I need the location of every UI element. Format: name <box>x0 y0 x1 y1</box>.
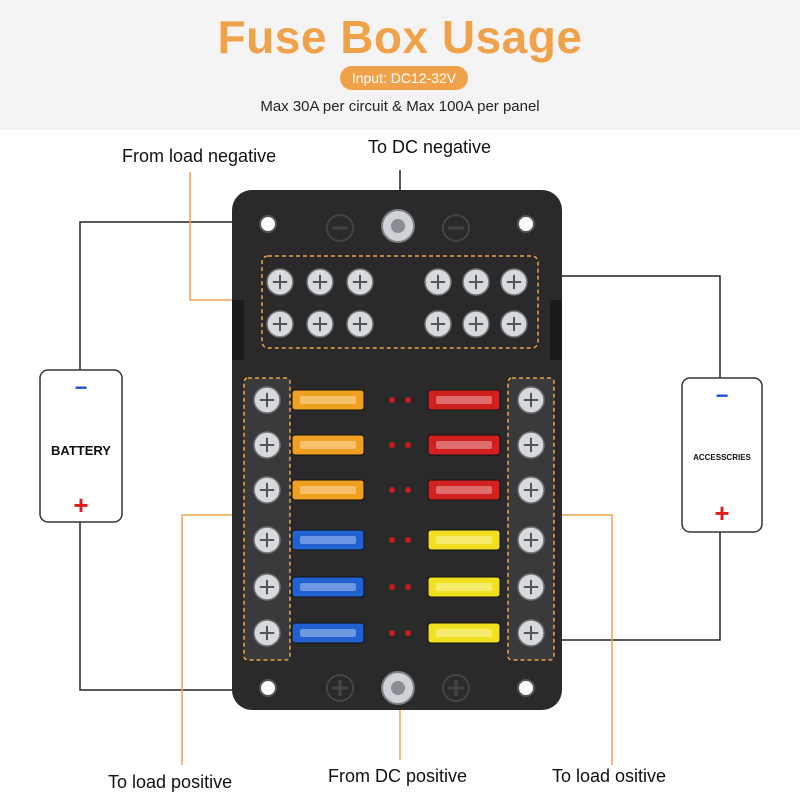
left-terminal-column <box>243 377 291 661</box>
led-indicator <box>389 630 395 636</box>
mount-hole-icon <box>517 679 535 697</box>
mount-hole-icon <box>259 215 277 233</box>
leader-to-load-positive <box>181 514 247 765</box>
label-from-dc-positive: From DC positive <box>328 766 468 786</box>
negative-bus-screws <box>266 268 528 338</box>
screw-icon <box>517 386 545 414</box>
screw-icon <box>346 310 374 338</box>
screw-icon <box>253 573 281 601</box>
leader-to-load-ositive <box>555 514 613 765</box>
page-title: Fuse Box Usage <box>217 11 583 63</box>
led-indicator <box>405 584 411 590</box>
led-indicator <box>389 487 395 493</box>
screw-icon <box>253 476 281 504</box>
positive-stud-icon <box>381 671 415 705</box>
input-voltage-badge: Input: DC12-32V <box>340 66 468 90</box>
screw-icon <box>253 431 281 459</box>
negative-bus-area <box>261 255 539 349</box>
blade-fuse <box>291 576 365 598</box>
blade-fuse <box>291 389 365 411</box>
label-to-load-positive: To load positive <box>108 772 233 792</box>
right-terminal-column <box>507 377 555 661</box>
terminal-screws <box>253 386 545 647</box>
blade-fuse <box>291 622 365 644</box>
screw-icon <box>517 526 545 554</box>
screw-icon <box>517 619 545 647</box>
screw-icon <box>500 268 528 296</box>
screw-icon <box>424 268 452 296</box>
fuses <box>291 389 501 644</box>
blade-fuse <box>427 529 501 551</box>
led-indicator <box>405 442 411 448</box>
blade-fuse <box>291 529 365 551</box>
battery-minus-sign: − <box>75 375 88 400</box>
led-indicator <box>389 442 395 448</box>
led-indicator <box>405 630 411 636</box>
negative-symbol-icon <box>442 214 470 242</box>
accessories-box: − ACCESSCRIES + <box>681 377 763 533</box>
accessories-label: ACCESSCRIES <box>693 453 751 462</box>
blade-fuse <box>427 576 501 598</box>
screw-icon <box>266 310 294 338</box>
screw-icon <box>517 573 545 601</box>
accessories-plus-sign: + <box>714 498 729 528</box>
blade-fuse <box>291 434 365 456</box>
screw-icon <box>266 268 294 296</box>
label-to-load-ositive: To load ositive <box>552 766 667 786</box>
led-indicator <box>405 397 411 403</box>
screw-icon <box>517 476 545 504</box>
positive-symbol-icon <box>442 674 470 702</box>
screw-icon <box>500 310 528 338</box>
blade-fuse <box>427 479 501 501</box>
label-to-dc-negative: To DC negative <box>368 137 492 157</box>
blade-fuse <box>291 479 365 501</box>
wire-accessories-positive <box>525 532 721 641</box>
battery-label: BATTERY <box>51 443 111 458</box>
screw-icon <box>517 431 545 459</box>
screw-icon <box>253 386 281 414</box>
battery-plus-sign: + <box>73 490 88 520</box>
screw-icon <box>306 268 334 296</box>
screw-icon <box>306 310 334 338</box>
blade-fuse <box>427 389 501 411</box>
blade-fuse <box>427 434 501 456</box>
screw-icon <box>253 619 281 647</box>
led-indicator <box>389 397 395 403</box>
accessories-minus-sign: − <box>716 383 729 408</box>
mount-hole-icon <box>259 679 277 697</box>
led-indicator <box>405 537 411 543</box>
rating-subtitle: Max 30A per circuit & Max 100A per panel <box>260 98 540 115</box>
screw-icon <box>253 526 281 554</box>
led-indicator <box>405 487 411 493</box>
battery-box: − BATTERY + <box>39 369 123 523</box>
screw-icon <box>346 268 374 296</box>
positive-symbol-icon <box>326 674 354 702</box>
fuse-box-body <box>232 190 562 710</box>
led-indicator <box>389 584 395 590</box>
blade-fuse <box>427 622 501 644</box>
indicator-leds <box>389 397 411 636</box>
screw-icon <box>424 310 452 338</box>
negative-stud-icon <box>381 209 415 243</box>
led-indicator <box>389 537 395 543</box>
screw-icon <box>462 310 490 338</box>
mount-hole-icon <box>517 215 535 233</box>
label-from-load-negative: From load negative <box>122 146 277 166</box>
screw-icon <box>462 268 490 296</box>
negative-symbol-icon <box>326 214 354 242</box>
header-band <box>0 0 800 130</box>
wire-accessories-negative <box>525 275 721 378</box>
